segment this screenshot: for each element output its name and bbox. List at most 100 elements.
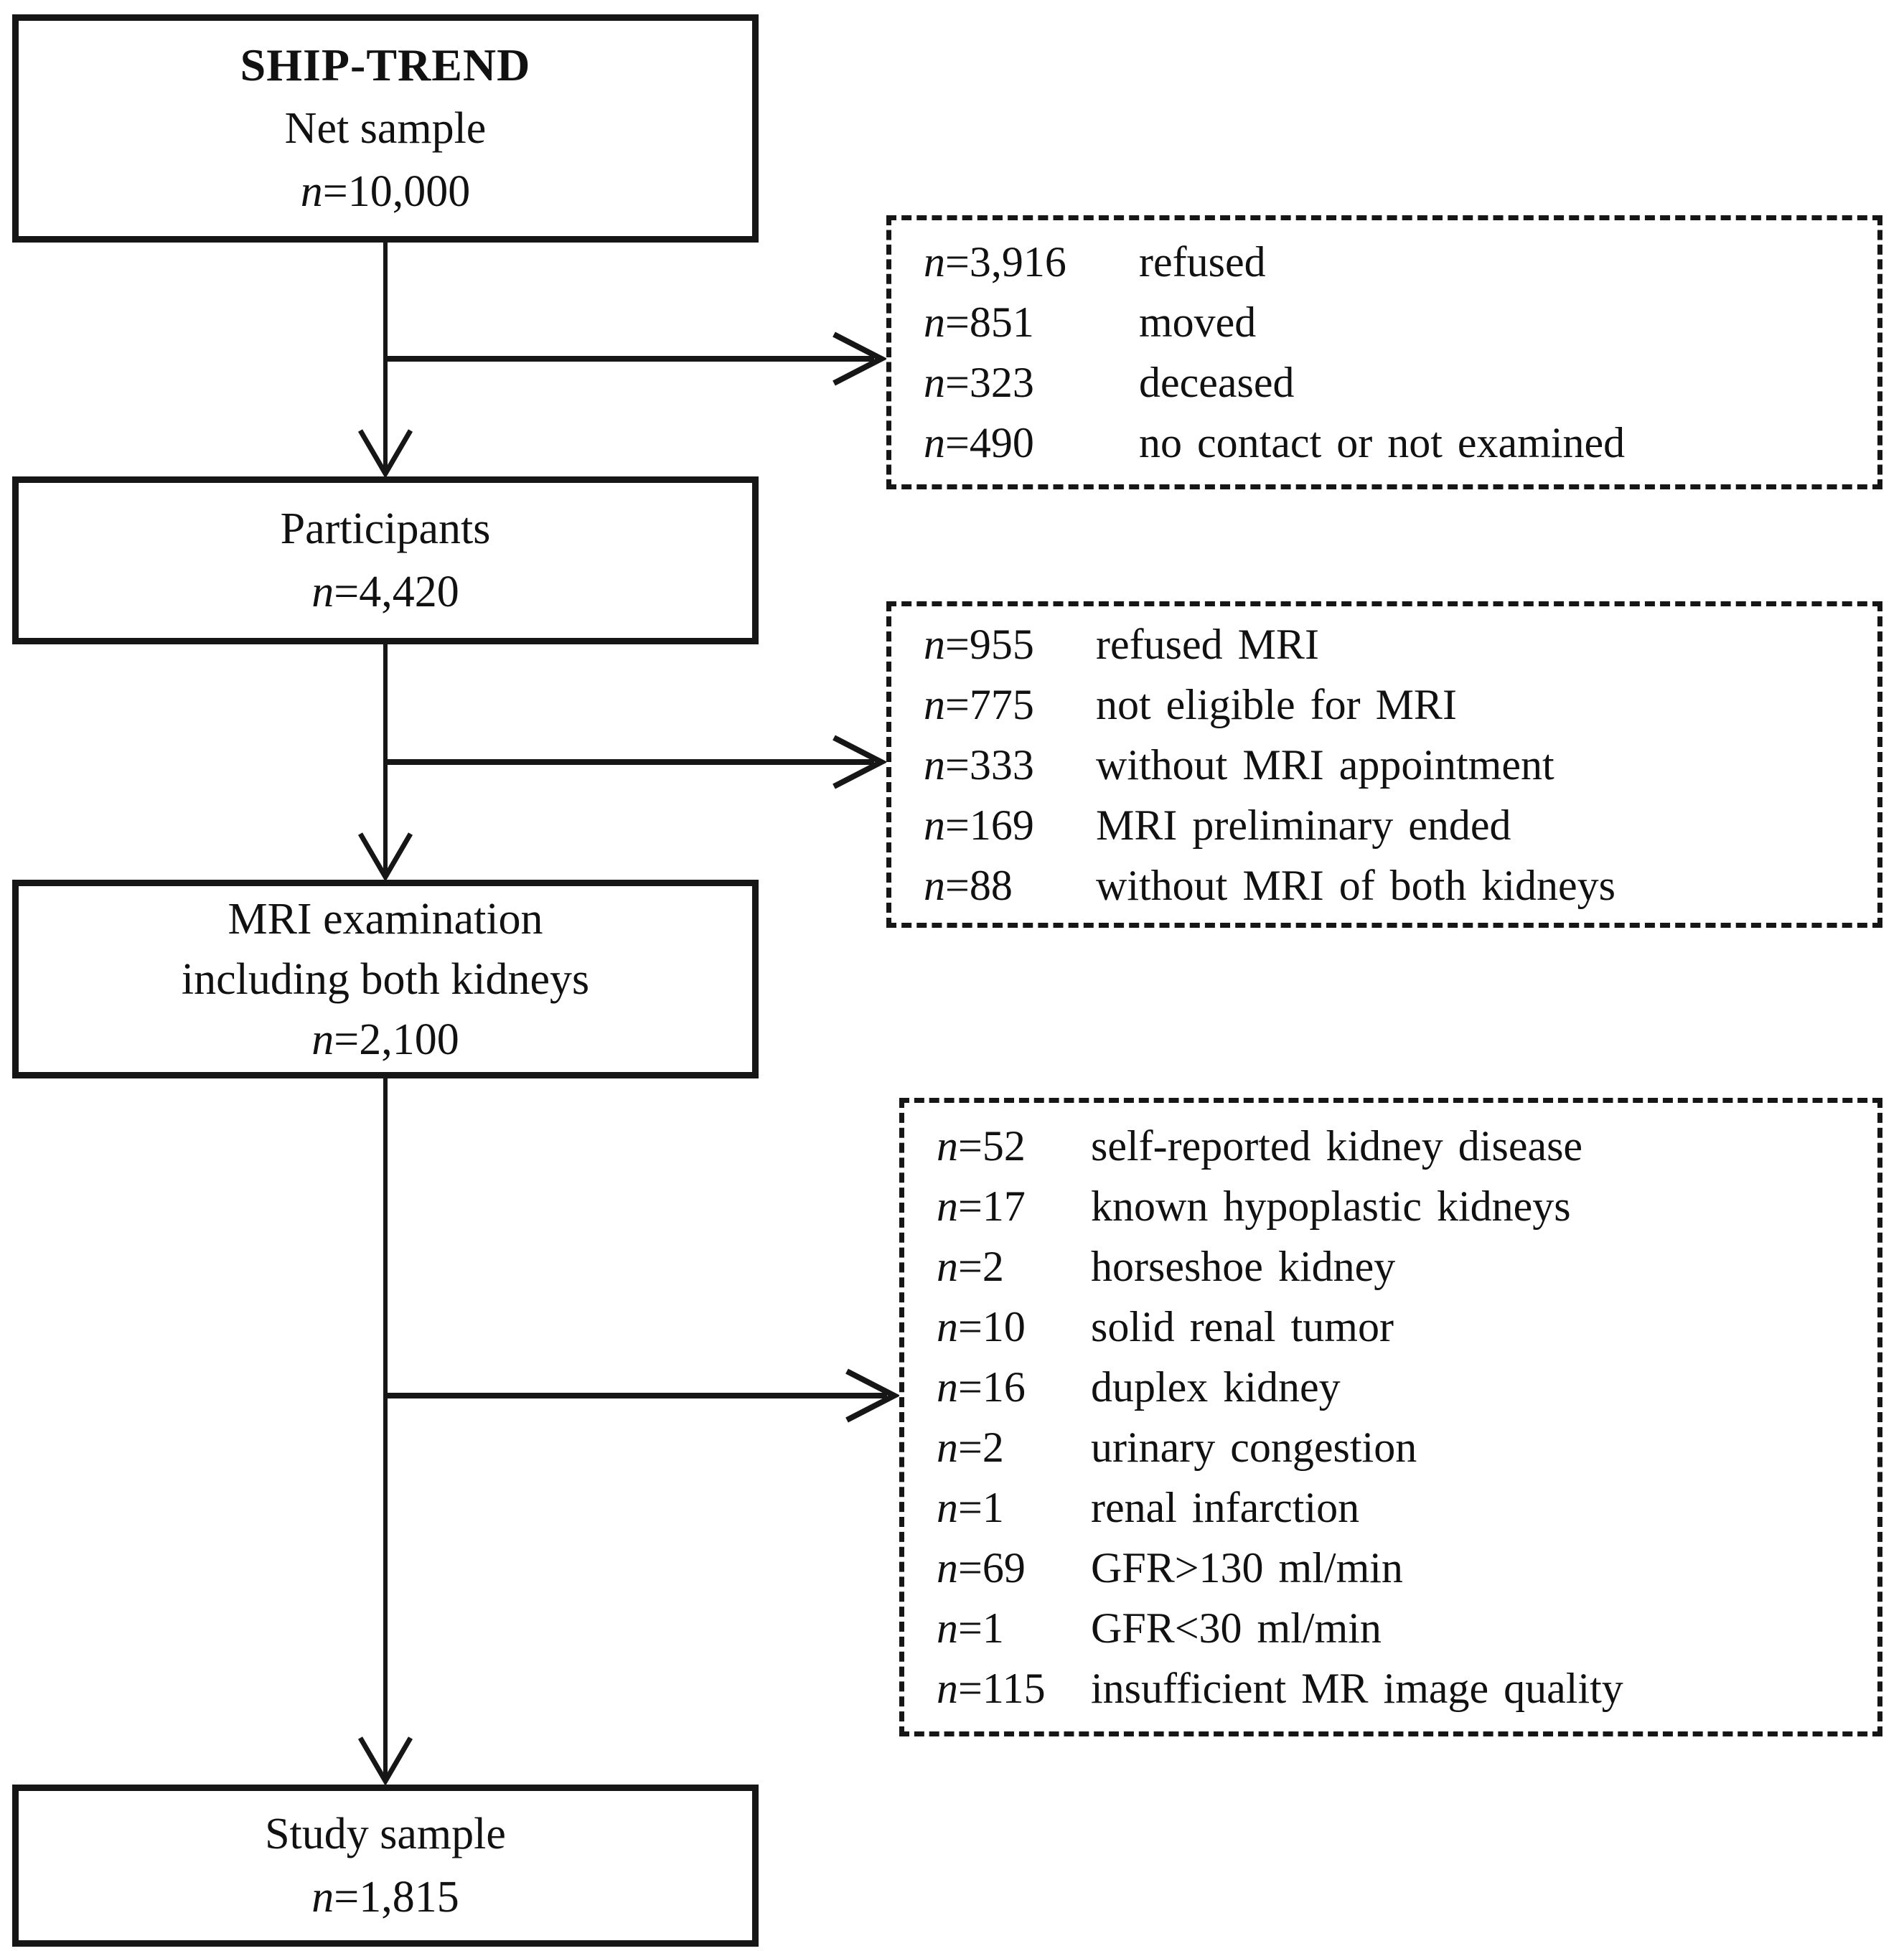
exclusion-label: GFR<30 ml/min	[1091, 1604, 1382, 1652]
box-title: Participants	[280, 504, 491, 553]
exclusion-item: n=17 known hypoplastic kidneys	[937, 1176, 1870, 1236]
equals-sign: =	[945, 238, 970, 286]
n-symbol: n	[924, 620, 945, 668]
n-symbol: n	[924, 238, 945, 286]
count-value: 333	[969, 741, 1034, 789]
box-title: SHIP-TREND	[240, 39, 531, 90]
count-value: 490	[969, 419, 1034, 466]
exclusion-label: insufficient MR image quality	[1091, 1665, 1623, 1712]
box-title: Study sample	[265, 1810, 506, 1858]
exclusion-count: n=10	[937, 1297, 1091, 1357]
n-symbol: n	[937, 1424, 958, 1471]
exclusion-item: n=955 refused MRI	[924, 614, 1870, 674]
equals-sign: =	[322, 167, 348, 216]
box-net-sample: SHIP-TREND Net sample n=10,000	[12, 14, 759, 243]
exclusion-label: renal infarction	[1091, 1484, 1360, 1531]
equals-sign: =	[945, 620, 970, 668]
exclusion-item: n=115 insufficient MR image quality	[937, 1658, 1870, 1719]
exclusion-count: n=88	[924, 855, 1096, 916]
n-symbol: n	[937, 1183, 958, 1230]
sample-size: n=2,100	[311, 1010, 459, 1070]
exclusion-label: without MRI appointment	[1096, 741, 1554, 789]
count-value: 323	[969, 359, 1034, 406]
n-symbol: n	[937, 1544, 958, 1592]
n-symbol: n	[311, 1873, 334, 1922]
exclusion-count: n=3,916	[924, 232, 1139, 292]
equals-sign: =	[334, 568, 360, 616]
count-value: 2	[982, 1243, 1004, 1290]
exclusion-item: n=851 moved	[924, 292, 1870, 352]
exclusion-label: not eligible for MRI	[1096, 680, 1457, 728]
count-value: 10	[982, 1303, 1026, 1350]
n-symbol: n	[311, 568, 334, 616]
exclusion-box-3: n=52 self-reported kidney disease n=17 k…	[899, 1098, 1882, 1736]
sample-size: n=10,000	[301, 160, 470, 223]
equals-sign: =	[958, 1183, 983, 1230]
sample-size: n=4,420	[311, 560, 459, 624]
equals-sign: =	[958, 1484, 983, 1531]
exclusion-label: horseshoe kidney	[1091, 1243, 1396, 1290]
n-symbol: n	[937, 1303, 958, 1350]
count-value: 2,100	[359, 1015, 459, 1064]
n-symbol: n	[937, 1122, 958, 1170]
n-symbol: n	[924, 801, 945, 849]
exclusion-label: known hypoplastic kidneys	[1091, 1183, 1571, 1230]
exclusion-count: n=115	[937, 1658, 1091, 1719]
exclusion-label: self-reported kidney disease	[1091, 1122, 1583, 1170]
box-title-line2: including both kidneys	[181, 954, 590, 1004]
n-symbol: n	[924, 419, 945, 466]
count-value: 17	[982, 1183, 1026, 1230]
count-value: 52	[982, 1122, 1026, 1170]
box-mri-examination: MRI examination including both kidneys n…	[12, 880, 759, 1078]
exclusion-count: n=851	[924, 292, 1139, 352]
n-symbol: n	[924, 741, 945, 789]
n-symbol: n	[924, 359, 945, 406]
equals-sign: =	[945, 298, 970, 346]
count-value: 2	[982, 1424, 1004, 1471]
exclusion-item: n=169 MRI preliminary ended	[924, 795, 1870, 855]
exclusion-count: n=1	[937, 1598, 1091, 1658]
exclusion-label: MRI preliminary ended	[1096, 801, 1511, 849]
count-value: 1	[982, 1484, 1004, 1531]
exclusion-count: n=323	[924, 352, 1139, 413]
exclusion-item: n=3,916 refused	[924, 232, 1870, 292]
count-value: 115	[982, 1665, 1046, 1712]
exclusion-label: without MRI of both kidneys	[1096, 861, 1615, 909]
equals-sign: =	[945, 419, 970, 466]
exclusion-label: deceased	[1139, 359, 1295, 406]
exclusion-item: n=1 GFR<30 ml/min	[937, 1598, 1870, 1658]
count-value: 16	[982, 1363, 1026, 1411]
arrow-to-exclusions-2	[385, 735, 888, 789]
equals-sign: =	[958, 1665, 983, 1712]
exclusion-label: urinary congestion	[1091, 1424, 1417, 1471]
exclusion-label: moved	[1139, 298, 1257, 346]
exclusion-count: n=775	[924, 674, 1096, 735]
sample-size: n=1,815	[311, 1866, 459, 1929]
n-symbol: n	[311, 1015, 334, 1064]
exclusion-item: n=16 duplex kidney	[937, 1357, 1870, 1417]
count-value: 775	[969, 680, 1034, 728]
exclusion-item: n=2 horseshoe kidney	[937, 1236, 1870, 1297]
exclusion-count: n=16	[937, 1357, 1091, 1417]
exclusion-item: n=10 solid renal tumor	[937, 1297, 1870, 1357]
exclusion-label: refused MRI	[1096, 620, 1319, 668]
equals-sign: =	[958, 1122, 983, 1170]
box-title: MRI examination	[228, 894, 543, 944]
n-symbol: n	[924, 861, 945, 909]
exclusion-box-2: n=955 refused MRI n=775 not eligible for…	[886, 601, 1882, 928]
arrow-to-exclusions-1	[385, 332, 888, 386]
equals-sign: =	[945, 801, 970, 849]
count-value: 88	[969, 861, 1013, 909]
equals-sign: =	[334, 1873, 360, 1922]
equals-sign: =	[945, 741, 970, 789]
exclusion-item: n=333 without MRI appointment	[924, 735, 1870, 795]
n-symbol: n	[937, 1604, 958, 1652]
box-study-sample: Study sample n=1,815	[12, 1785, 759, 1947]
exclusion-item: n=490 no contact or not examined	[924, 413, 1870, 473]
exclusion-item: n=52 self-reported kidney disease	[937, 1116, 1870, 1176]
n-symbol: n	[300, 167, 323, 216]
exclusion-count: n=169	[924, 795, 1096, 855]
exclusion-count: n=333	[924, 735, 1096, 795]
exclusion-item: n=88 without MRI of both kidneys	[924, 855, 1870, 916]
